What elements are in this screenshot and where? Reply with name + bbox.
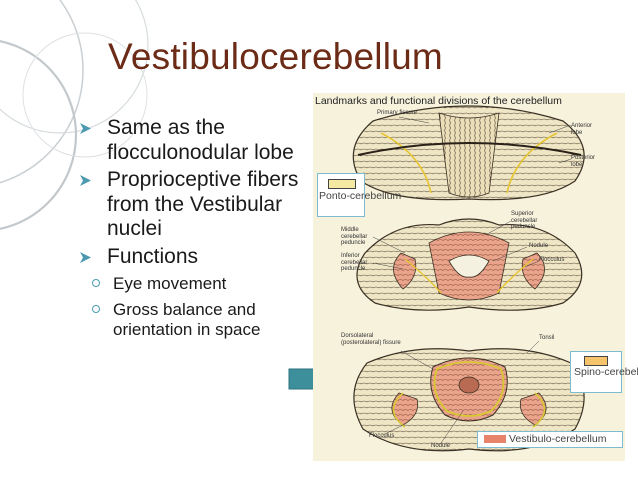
label-tonsil: Tonsil: [539, 335, 555, 341]
bullet-text: Proprioceptive fibers from the Vestibula…: [107, 168, 299, 240]
label-flocculus-bottom: Flocculus: [369, 433, 395, 439]
label-nodule-bottom: Nodule: [431, 443, 451, 449]
figure-title: Landmarks and functional divisions of th…: [315, 95, 562, 107]
bullet-marker-icon: [80, 123, 91, 134]
sub-bullet-text: Eye movement: [113, 274, 227, 293]
sub-bullet-item: Eye movement: [80, 274, 310, 295]
legend-ponto-swatch: [328, 179, 356, 189]
bottom-view: [353, 348, 585, 452]
label-flocculus: Flocculus: [539, 257, 565, 263]
bullet-item: Functions: [80, 245, 310, 270]
label-anterior-lobe: Anterior lobe: [571, 123, 593, 136]
bullet-text: Same as the flocculonodular lobe: [107, 116, 294, 164]
bullet-text: Functions: [107, 244, 199, 268]
sub-bullet-text: Gross balance and orientation in space: [113, 299, 261, 340]
bullet-marker-icon: [80, 175, 91, 186]
legend-ponto: Ponto-cerebellum: [317, 173, 401, 217]
legend-vestibulo: Vestibulo-cerebellum: [477, 431, 623, 448]
legend-spino-text: Spino-cerebellum: [574, 366, 638, 378]
legend-spino-swatch: [584, 356, 608, 366]
label-middle-peduncle: Middle cerebellar peduncle: [341, 227, 368, 246]
sub-bullet-marker-icon: [92, 304, 100, 313]
sub-bullet-marker-icon: [92, 279, 100, 287]
cerebellum-figure: Landmarks and functional divisions of th…: [313, 93, 638, 461]
label-posterior-lobe: Posterior lobe: [571, 155, 596, 168]
cerebellum-illustration: [352, 105, 585, 452]
label-nodule: Nodule: [529, 243, 549, 249]
label-inferior-peduncle: Inferior cerebellar peduncle: [341, 253, 368, 272]
label-superior-peduncle: Superior cerebellar peduncle: [511, 211, 538, 230]
bullet-list: Same as the flocculonodular lobe Proprio…: [80, 116, 310, 341]
bullet-item: Same as the flocculonodular lobe: [80, 116, 310, 165]
legend-vestibulo-swatch: [484, 435, 506, 443]
bullet-marker-icon: [80, 251, 91, 263]
label-primary-fissure: Primary fissure: [377, 110, 418, 116]
top-view: [352, 105, 585, 201]
legend-ponto-text: Ponto-cerebellum: [319, 190, 402, 202]
sub-bullet-item: Gross balance and orientation in space: [80, 300, 283, 341]
legend-vestibulo-text: Vestibulo-cerebellum: [509, 433, 607, 445]
middle-view: [356, 218, 583, 311]
legend-spino: Spino-cerebellum: [570, 351, 638, 393]
slide-title: Vestibulocerebellum: [108, 36, 443, 77]
label-dorsolateral-fissure: Dorsolateral (posterolateral) fissure: [341, 333, 401, 346]
bullet-item: Proprioceptive fibers from the Vestibula…: [80, 168, 310, 242]
